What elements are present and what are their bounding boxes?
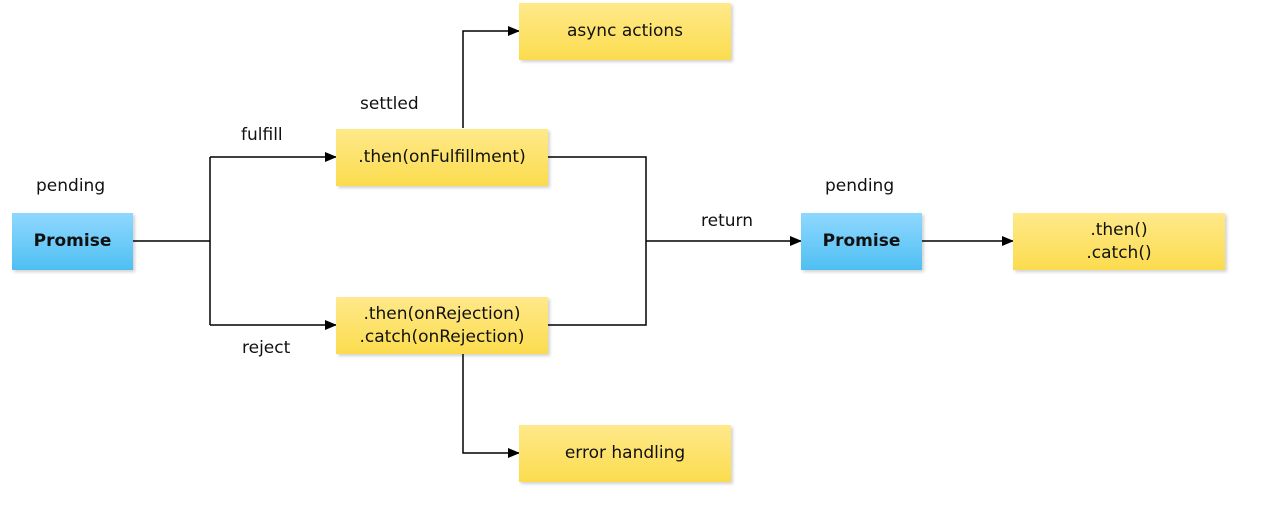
then-chain-text: .then(): [1090, 219, 1148, 240]
async-actions-node: async actions: [519, 3, 731, 60]
then-fulfillment-text: .then(onFulfillment): [358, 147, 526, 167]
error-handling-node: error handling: [519, 425, 731, 482]
catch-rejection-text: .catch(onRejection): [359, 326, 525, 347]
promise-end-node: Promise: [801, 213, 922, 270]
error-handling-arrow: [462, 353, 520, 458]
rejection-merge-line: [548, 241, 647, 326]
pending-start-label: pending: [36, 176, 106, 196]
reject-label: reject: [242, 338, 291, 358]
promise-end-text: Promise: [822, 231, 901, 251]
promise-start-node: Promise: [12, 213, 133, 270]
async-actions-text: async actions: [566, 21, 684, 41]
rejection-handler-node: .then(onRejection) .catch(onRejection): [336, 297, 548, 354]
catch-chain-text: .catch(): [1086, 242, 1152, 263]
error-handling-text: error handling: [564, 443, 686, 463]
fulfillment-merge-line: [548, 156, 647, 241]
pending-end-label: pending: [825, 176, 895, 196]
settled-label: settled: [360, 94, 419, 114]
then-rejection-text: .then(onRejection): [363, 303, 521, 324]
return-label: return: [701, 211, 753, 231]
then-fulfillment-node: .then(onFulfillment): [336, 129, 548, 186]
promise-start-text: Promise: [33, 231, 112, 251]
async-actions-arrow: [462, 26, 520, 128]
chain-methods-node: .then() .catch(): [1013, 213, 1225, 270]
fulfill-label: fulfill: [241, 125, 283, 145]
